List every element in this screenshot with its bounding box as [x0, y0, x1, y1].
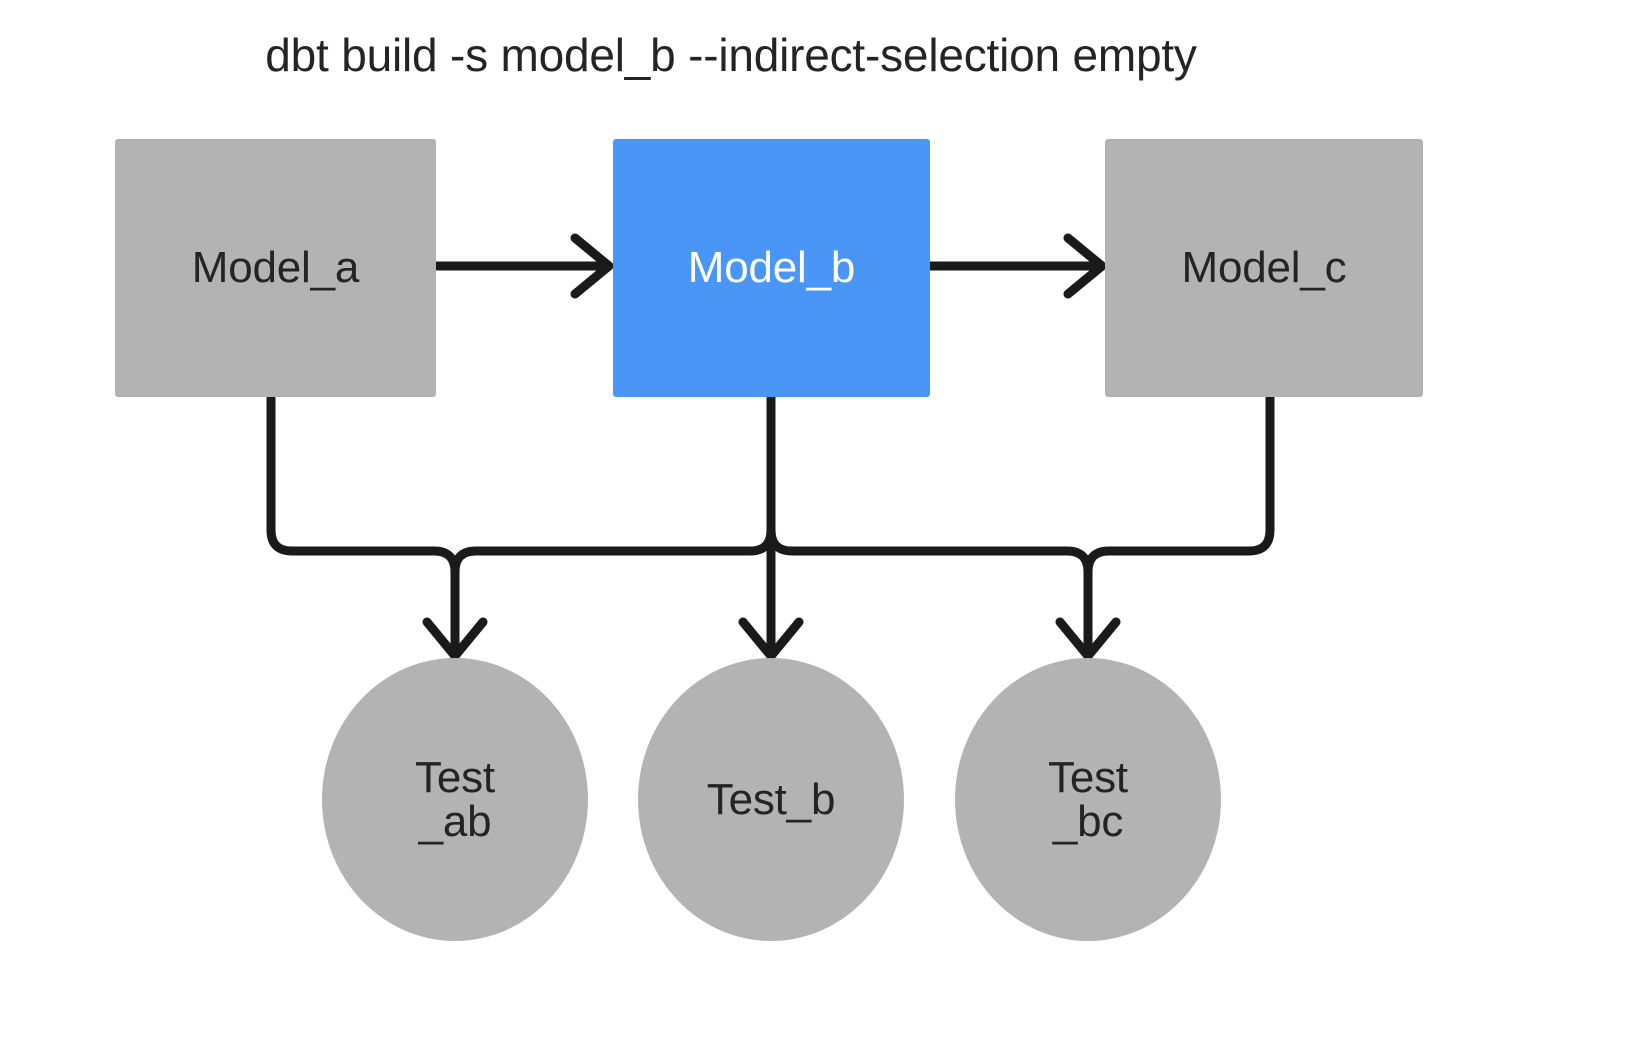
arrowhead-into-test-b — [738, 617, 804, 661]
node-test-bc[interactable]: Test _bc — [955, 658, 1221, 941]
diagram-title: dbt build -s model_b --indirect-selectio… — [265, 29, 1197, 81]
arrowhead-model-b-to-model-c — [1063, 233, 1107, 299]
node-test-ab-label: Test _ab — [415, 752, 495, 846]
node-test-bc-label: Test _bc — [1048, 752, 1128, 846]
arrowhead-into-test-bc — [1055, 617, 1121, 661]
edge-model-c-to-test-bc — [1083, 392, 1275, 653]
node-test-ab[interactable]: Test _ab — [322, 658, 588, 941]
edge-model-b-to-test-bc — [766, 525, 1093, 577]
arrowhead-into-test-ab — [422, 617, 488, 661]
edge-model-a-to-test-ab — [266, 392, 460, 653]
node-model-b[interactable]: Model_b — [613, 139, 930, 397]
node-test-b-label: Test_b — [706, 774, 836, 824]
node-model-a-label: Model_a — [191, 242, 360, 292]
node-model-c[interactable]: Model_c — [1105, 139, 1423, 397]
node-test-b[interactable]: Test_b — [638, 658, 904, 941]
arrowhead-model-a-to-model-b — [570, 233, 614, 299]
edge-model-b-to-test-ab — [450, 525, 776, 577]
node-model-c-label: Model_c — [1181, 242, 1347, 292]
node-model-a[interactable]: Model_a — [115, 139, 436, 397]
node-model-b-label: Model_b — [687, 242, 856, 292]
